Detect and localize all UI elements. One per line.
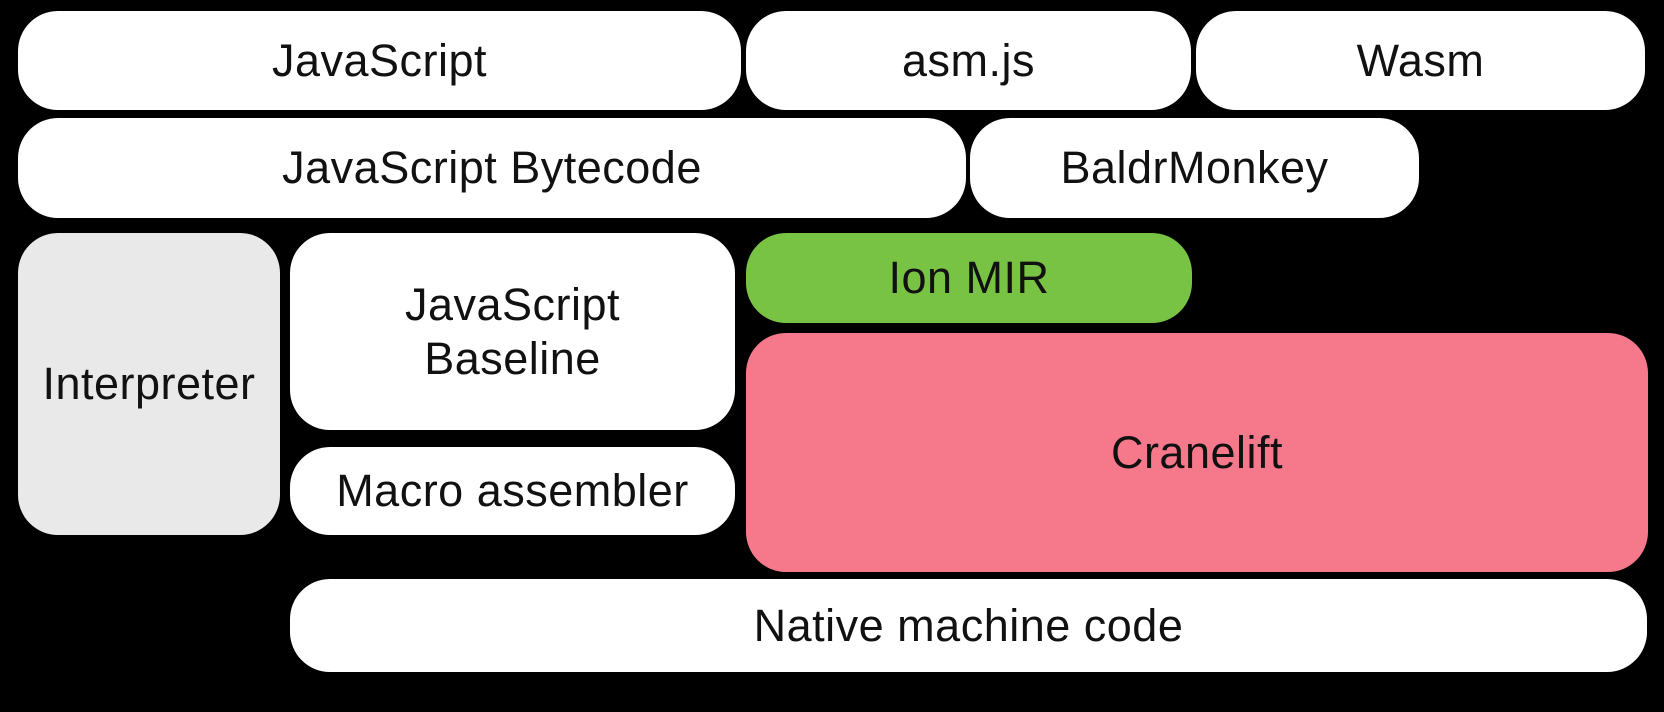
node-wasm-label: Wasm <box>1356 34 1485 86</box>
node-interpreter: Interpreter <box>18 233 280 535</box>
node-javascript-bytecode: JavaScript Bytecode <box>18 118 966 218</box>
node-interpreter-label: Interpreter <box>42 358 256 410</box>
node-baldrmonkey-label: BaldrMonkey <box>1060 142 1329 194</box>
node-cranelift: Cranelift <box>746 333 1648 572</box>
node-ion-mir: Ion MIR <box>746 233 1192 323</box>
node-javascript-bytecode-label: JavaScript Bytecode <box>282 142 702 194</box>
node-native-machine-code-label: Native machine code <box>753 599 1184 651</box>
node-macro-assembler-label: Macro assembler <box>336 465 689 517</box>
node-javascript-baseline-label: JavaScript Baseline <box>404 279 621 384</box>
node-asmjs-label: asm.js <box>901 34 1035 86</box>
node-cranelift-label: Cranelift <box>1110 426 1284 478</box>
node-javascript: JavaScript <box>18 11 741 110</box>
node-javascript-baseline: JavaScript Baseline <box>290 233 735 430</box>
node-ion-mir-label: Ion MIR <box>888 252 1050 304</box>
node-native-machine-code: Native machine code <box>290 579 1647 672</box>
node-asmjs: asm.js <box>746 11 1191 110</box>
node-baldrmonkey: BaldrMonkey <box>970 118 1419 218</box>
node-macro-assembler: Macro assembler <box>290 447 735 535</box>
node-wasm: Wasm <box>1196 11 1645 110</box>
node-javascript-label: JavaScript <box>271 34 488 86</box>
